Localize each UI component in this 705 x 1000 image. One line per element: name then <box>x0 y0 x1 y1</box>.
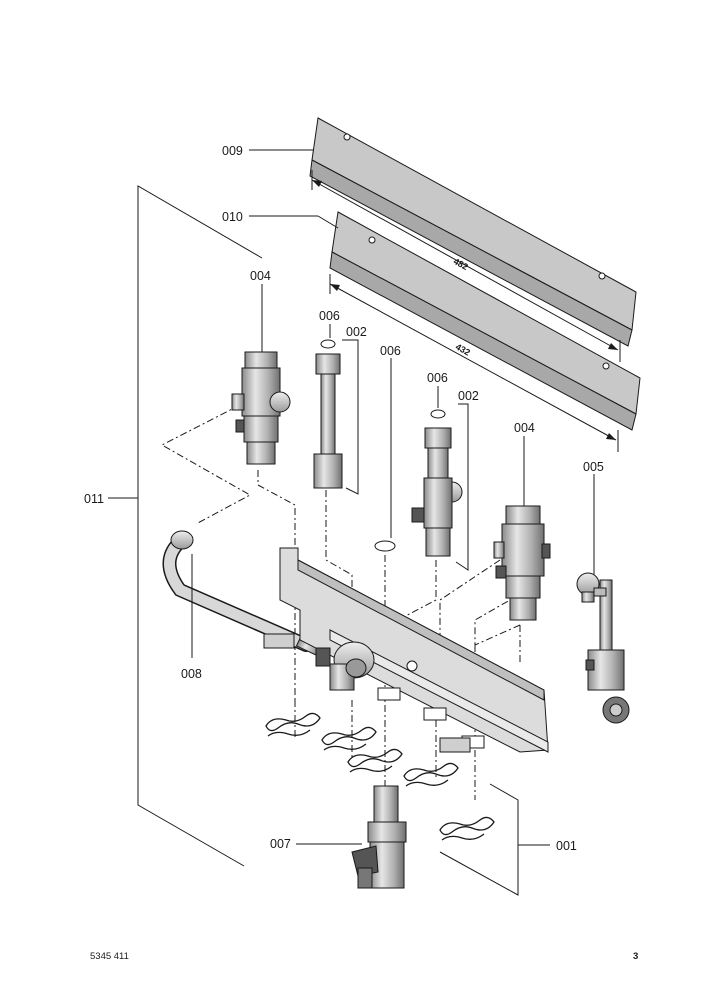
mounting-plate-001 <box>263 547 549 753</box>
label-009: 009 <box>222 144 243 158</box>
group-bracket-011 <box>108 185 263 867</box>
document-number: 5345 411 <box>90 951 129 962</box>
label-006-middle: 006 <box>380 344 401 358</box>
page-number: 3 <box>633 951 639 962</box>
leader-lines <box>191 149 595 845</box>
label-006-left: 006 <box>319 309 340 323</box>
pipe-elbow-005 <box>576 572 630 724</box>
label-004-left: 004 <box>250 269 271 283</box>
label-004-right: 004 <box>514 421 535 435</box>
label-005: 005 <box>583 460 604 474</box>
dimension-432-label: 432 <box>454 342 472 358</box>
union-002-left <box>313 353 343 489</box>
label-002-left: 002 <box>346 325 367 339</box>
label-008: 008 <box>181 667 202 681</box>
label-011: 011 <box>84 492 104 506</box>
label-007: 007 <box>270 837 291 851</box>
mounting-rail-009 <box>309 117 637 347</box>
spring-clips <box>265 712 495 841</box>
label-002-right: 002 <box>458 389 479 403</box>
seal-ring-006-left <box>320 339 336 349</box>
group-bracket-001 <box>439 783 550 896</box>
label-001: 001 <box>556 839 577 853</box>
seal-ring-006-middle <box>374 540 396 552</box>
mounting-rail-010 <box>329 211 641 431</box>
label-010: 010 <box>222 210 243 224</box>
valve-004-left <box>231 351 291 465</box>
union-002-right <box>411 409 463 557</box>
valve-004-right <box>493 505 551 621</box>
drain-valve-007 <box>351 785 407 889</box>
label-006-right: 006 <box>427 371 448 385</box>
dimension-line-432 <box>329 274 619 452</box>
dimension-line-482 <box>311 170 621 362</box>
tee-valve-on-plate <box>315 641 375 691</box>
